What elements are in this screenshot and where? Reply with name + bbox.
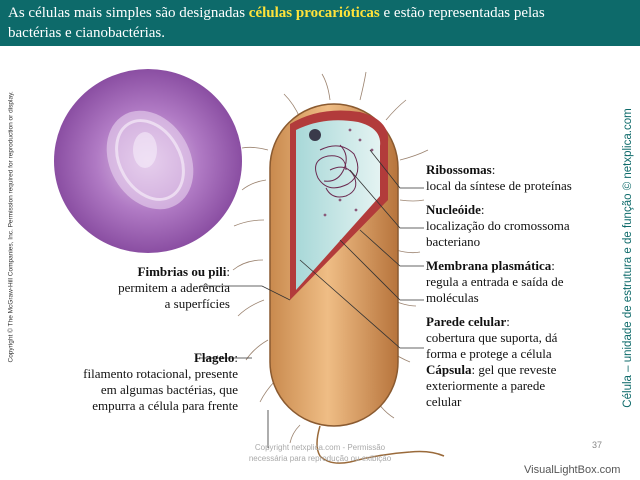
header-banner: As células mais simples são designadas c…	[0, 0, 640, 46]
ribossomas-desc: local da síntese de proteínas	[426, 178, 572, 193]
membrana-title: Membrana plasmática	[426, 258, 552, 273]
visuallightbox-watermark: VisualLightBox.com	[524, 464, 621, 476]
membrana-desc-2: moléculas	[426, 290, 479, 305]
capsula-desc-2: exteriormente a parede	[426, 378, 546, 393]
label-membrana: Membrana plasmática: regula a entrada e …	[426, 258, 564, 305]
watermark-line-1: Copyright netxplica.com - Permissão	[254, 443, 386, 452]
header-text-b: e estão representadas pelas	[379, 5, 545, 21]
fimbrias-title: Fimbrias ou pili	[137, 264, 227, 279]
flagelo-desc-3: empurra a célula para frente	[92, 398, 238, 413]
parede-desc-2: forma e protege a célula	[426, 346, 552, 361]
flagelo-desc-2: em algumas bactérias, que	[100, 382, 238, 397]
capsula-desc-1: : gel que reveste	[471, 362, 557, 377]
membrana-desc-1: regula a entrada e saída de	[426, 274, 564, 289]
label-fimbrias: Fimbrias ou pili: permitem a aderência a…	[62, 264, 230, 312]
watermark-line-2: necessária para reprodução ou exibição	[248, 454, 392, 463]
copyright-text: Copyright © The McGraw-Hill Companies, I…	[7, 91, 15, 363]
page-number: 37	[592, 440, 603, 450]
side-caption-text: Célula – unidade de estrutura e de funçã…	[622, 108, 634, 408]
watermark: Copyright netxplica.com - Permissão nece…	[230, 442, 410, 464]
capsula-desc-3: celular	[426, 394, 462, 409]
fimbrias-desc-1: permitem a aderência	[118, 280, 230, 295]
header-text-a: As células mais simples são designadas	[8, 5, 249, 21]
label-parede: Parede celular: cobertura que suporta, d…	[426, 314, 558, 361]
fimbrias-desc-2: a superfícies	[164, 296, 230, 311]
leader-lines	[200, 149, 424, 448]
label-flagelo: Flagelo: filamento rotacional, presente …	[36, 350, 238, 414]
flagelo-title: Flagelo	[193, 350, 235, 365]
nucleoide-title: Nucleóide	[426, 202, 481, 217]
diagram-canvas	[54, 69, 445, 464]
side-caption: Célula – unidade de estrutura e de funçã…	[620, 100, 636, 420]
copyright-notice: Copyright © The McGraw-Hill Companies, I…	[4, 91, 16, 366]
label-nucleoide: Nucleóide: localização do cromossoma bac…	[426, 202, 570, 249]
flagelo-desc-1: filamento rotacional, presente	[83, 366, 238, 381]
parede-title: Parede celular	[426, 314, 507, 329]
capsula-title: Cápsula	[426, 362, 472, 377]
label-ribossomas: Ribossomas: local da síntese de proteína…	[426, 162, 572, 193]
header-line-1: As células mais simples são designadas c…	[8, 4, 545, 22]
label-capsula: Cápsula: gel que reveste exteriormente a…	[426, 362, 556, 410]
bacterium-illustration	[232, 71, 445, 464]
micrograph	[54, 69, 242, 253]
nucleoide-desc-2: bacteriano	[426, 234, 481, 249]
ribossomas-title: Ribossomas	[426, 162, 492, 177]
parede-desc-1: cobertura que suporta, dá	[426, 330, 558, 345]
header-highlight: células procarióticas	[248, 5, 380, 21]
nucleoide-desc-1: localização do cromossoma	[426, 218, 570, 233]
header-line-2: bactérias e cianobactérias.	[8, 25, 165, 41]
